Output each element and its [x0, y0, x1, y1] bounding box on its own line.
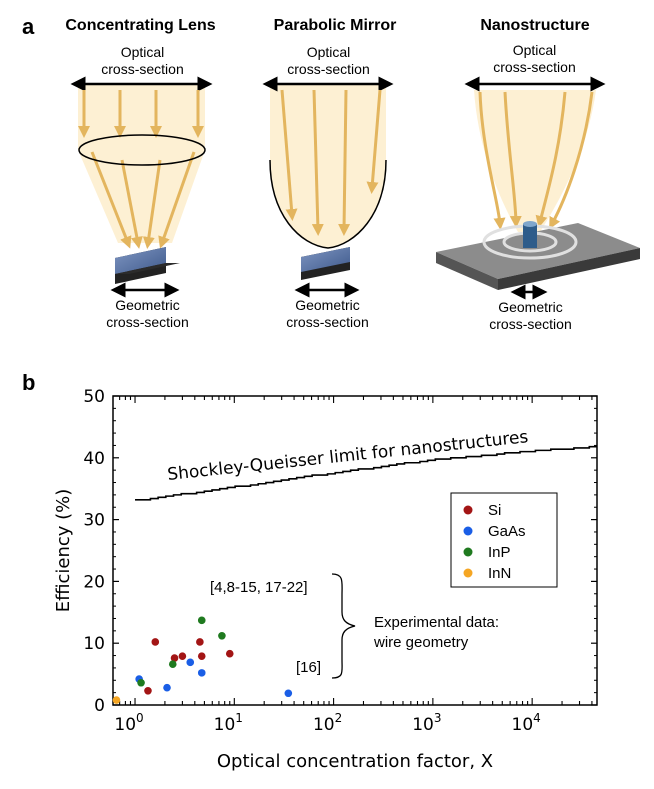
data-point-gaas [197, 669, 206, 677]
y-tick-label: 20 [83, 572, 105, 592]
legend-box [450, 492, 558, 588]
mirror-diagram [262, 76, 394, 298]
panel-a-letter: a [22, 14, 35, 39]
data-point-gaas [163, 683, 171, 692]
x-tick-label: 100 [114, 711, 143, 735]
x-axis-label: Optical concentration factor, X [217, 751, 493, 772]
experimental-label-line2: wire geometry [373, 634, 469, 651]
data-point-inp [168, 660, 177, 669]
nano-diagram [436, 76, 640, 300]
ref-label-main: [4,8-15, 17-22] [210, 579, 308, 596]
lens-shape [78, 134, 206, 166]
plot-frame [112, 395, 598, 706]
y-tick-label: 50 [83, 387, 105, 407]
data-point-si [144, 686, 152, 695]
lens-diagram [70, 76, 213, 298]
data-point-inp [218, 631, 226, 640]
legend-label-gaas: GaAs [488, 523, 526, 540]
sq-limit-label: Shockley-Queisser limit for nanostructur… [166, 427, 529, 485]
legend-marker-si [463, 505, 473, 515]
legend-marker-gaas [463, 526, 473, 536]
y-tick-label: 0 [94, 696, 105, 716]
legend-label-inn: InN [488, 565, 511, 582]
lens-solar-cell [115, 247, 180, 284]
nanowire [523, 224, 537, 248]
data-point-inn [112, 696, 121, 704]
data-point-gaas [284, 689, 293, 698]
data-point-si [196, 638, 204, 646]
y-tick-label: 30 [83, 511, 105, 531]
data-point-inp [197, 616, 206, 625]
legend-label-si: Si [488, 502, 501, 519]
panel-b-letter: b [22, 370, 36, 395]
x-tick-label: 102 [313, 711, 342, 735]
legend-marker-inp [463, 547, 473, 557]
data-point-inp [137, 678, 145, 687]
data-point-gaas [186, 658, 195, 667]
sq-limit-curve [135, 445, 597, 501]
x-tick-label: 103 [412, 711, 441, 735]
y-axis-label: Efficiency (%) [53, 489, 74, 613]
experimental-label-line1: Experimental data: [374, 614, 499, 631]
data-point-gaas [135, 675, 143, 683]
mirror-title: Parabolic Mirror [273, 17, 397, 34]
panel-a-diagram [70, 76, 640, 300]
data-point-si [170, 654, 179, 662]
mirror-solar-cell [301, 247, 350, 280]
lens-title: Concentrating Lens [65, 17, 216, 34]
y-tick-label: 10 [83, 634, 105, 654]
nano-title: Nanostructure [480, 17, 590, 34]
data-point-si [225, 649, 234, 658]
y-tick-label: 40 [83, 449, 105, 469]
x-tick-label: 104 [512, 711, 541, 735]
x-tick-label: 101 [214, 711, 243, 735]
data-point-si [178, 652, 187, 660]
ref-label-16: [16] [296, 659, 321, 676]
legend-marker-inn [463, 568, 473, 578]
data-point-si [197, 652, 206, 660]
curly-brace [331, 573, 356, 679]
mirror-shape [269, 159, 387, 249]
data-point-si [151, 638, 160, 646]
legend-label-inp: InP [488, 544, 511, 561]
